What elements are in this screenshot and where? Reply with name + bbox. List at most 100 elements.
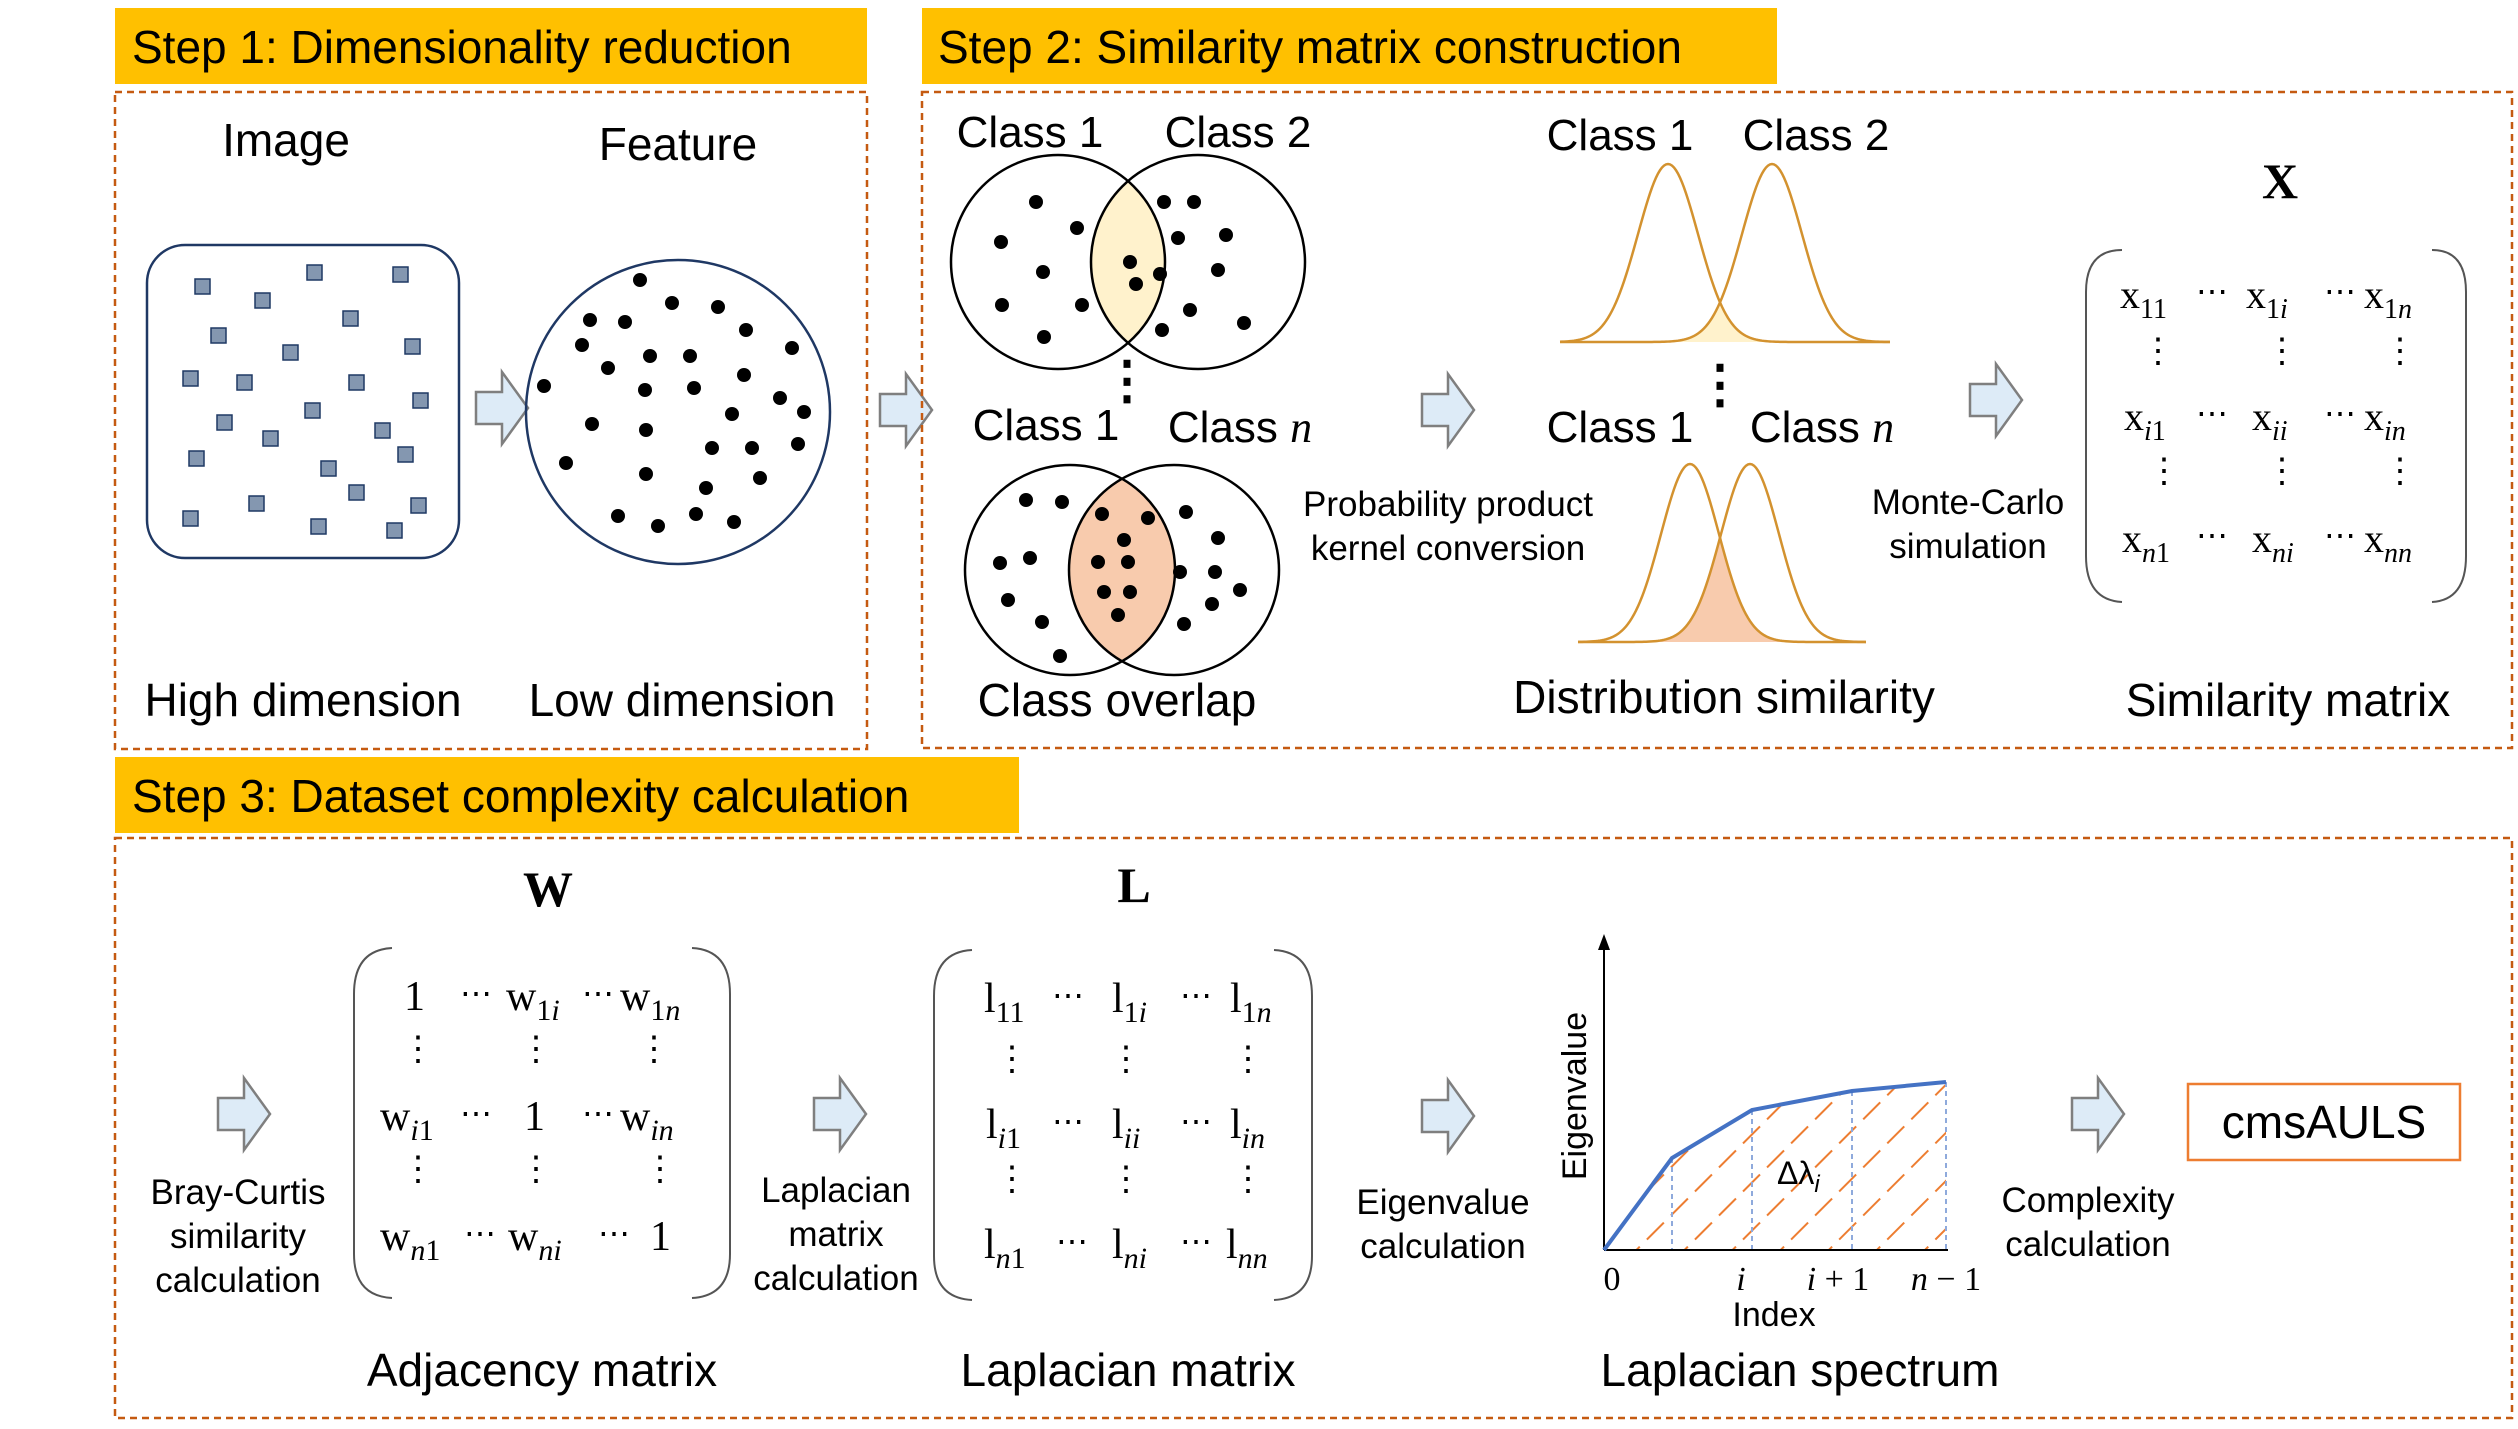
step1-tag-box	[115, 8, 867, 84]
laplacian-spectrum-label: Laplacian spectrum	[1601, 1344, 2000, 1396]
dist-top-overlap-fill	[1560, 302, 1890, 342]
venn-top-points	[994, 195, 1251, 344]
class-overlap-label: Class overlap	[978, 674, 1257, 726]
l-cdots-2: ⋯	[1180, 977, 1212, 1013]
feature-point	[745, 441, 759, 455]
ppk-label-line1: Probability product	[1303, 485, 1593, 524]
ppk-arrow	[1420, 372, 1476, 448]
feature-point	[791, 437, 805, 451]
w1i: w1i	[506, 974, 560, 1027]
spectrum-y-axis-arrowhead	[1598, 934, 1610, 950]
venn-bottom-point	[1023, 551, 1037, 565]
l-vdots-2: ⋮	[1109, 1041, 1143, 1078]
feature-point	[727, 515, 741, 529]
spectrum-delta-label: Δλi	[1777, 1155, 1820, 1198]
l-cdots-3: ⋯	[1052, 1103, 1084, 1139]
w-matrix-symbol: W	[523, 861, 573, 917]
distribution-bottom-curves	[1577, 462, 1867, 644]
pixel-square	[182, 510, 199, 527]
image-box	[145, 243, 461, 560]
pixel-square	[182, 370, 199, 387]
wi1: wi1	[380, 1094, 434, 1147]
x-cdots-5: ⋯	[2196, 517, 2228, 553]
venn-bottom-point	[1173, 565, 1187, 579]
venn-bottom-point	[1211, 531, 1225, 545]
lap-calc-line2: matrix	[788, 1215, 884, 1254]
step3-frame	[113, 836, 2514, 1420]
dist-bottom-overlap-fill	[1578, 537, 1866, 642]
x-cdots-3: ⋯	[2196, 395, 2228, 431]
venn-bottom-point	[1097, 585, 1111, 599]
venn-bottom-point	[1111, 608, 1125, 622]
feature-point	[753, 471, 767, 485]
venn-top-point	[1211, 263, 1225, 277]
dist-bottom-curve-class-2	[1578, 462, 1867, 644]
lap-calc-line1: Laplacian	[761, 1171, 911, 1210]
pixel-square	[306, 264, 323, 281]
laplacian-spectrum-chart: Eigenvalue Δλi 0 i i + 1 n − 1 Index	[1556, 934, 1981, 1334]
venn-bottom-point	[1121, 555, 1135, 569]
feature-point	[583, 313, 597, 327]
spectrum-tick-i-plus-1: i + 1	[1807, 1261, 1870, 1298]
l-vdots-5: ⋮	[1109, 1161, 1143, 1198]
lin: lin	[1230, 1102, 1265, 1155]
complexity-label-line2: calculation	[2005, 1225, 2170, 1264]
venn-bottom-point	[1055, 495, 1069, 509]
feature-point	[639, 467, 653, 481]
venn-top-point	[1153, 267, 1167, 281]
venn-top-circle-a	[949, 153, 1167, 371]
pixel-square	[282, 344, 299, 361]
venn-bottom-point	[1141, 511, 1155, 525]
l-matrix-right-bracket	[1273, 949, 1313, 1301]
venn-bottom-point	[1001, 593, 1015, 607]
step3-panel: Step 3: Dataset complexity calculation B…	[113, 757, 2514, 1420]
feature-point	[725, 407, 739, 421]
bc-label-line2: similarity	[170, 1217, 307, 1256]
venn-bottom-point	[1019, 493, 1033, 507]
venn-bottom-class-b: Class n	[1168, 403, 1312, 452]
venn-bottom-point	[1035, 615, 1049, 629]
venn-top-point	[1037, 330, 1051, 344]
venn-top-point	[1183, 303, 1197, 317]
xin: xin	[2364, 394, 2406, 447]
xi1: xi1	[2124, 394, 2166, 447]
venn-bottom-point	[1053, 649, 1067, 663]
pixel-square	[374, 422, 391, 439]
venn-top-point	[1157, 195, 1171, 209]
venn-top-point	[1075, 298, 1089, 312]
w-vdots-2: ⋮	[519, 1031, 553, 1068]
l-vdots-4: ⋮	[995, 1161, 1029, 1198]
venn-top-point	[1123, 255, 1137, 269]
feature-point	[575, 338, 589, 352]
feature-point	[611, 509, 625, 523]
feature-point	[689, 507, 703, 521]
mc-label-line1: Monte-Carlo	[1872, 483, 2065, 522]
dist-top-class-a: Class 1	[1547, 111, 1694, 160]
pixel-square	[210, 327, 227, 344]
venn-bottom-point	[1179, 505, 1193, 519]
venn-top-point	[1171, 231, 1185, 245]
w11: 1	[404, 974, 425, 1020]
step2-frame	[920, 90, 2514, 750]
mc-arrow	[1968, 362, 2024, 438]
xn1: xn1	[2122, 516, 2170, 569]
x1i: x1i	[2246, 272, 2288, 325]
pixel-square	[348, 374, 365, 391]
venn-top-point	[994, 235, 1008, 249]
dist-top-curve-class-2	[1560, 162, 1891, 344]
pixel-square	[412, 392, 429, 409]
l-cdots-4: ⋯	[1180, 1103, 1212, 1139]
w-cdots-1: ⋯	[460, 975, 492, 1011]
lni: lni	[1112, 1222, 1147, 1275]
dist-top-curve-class-1	[1559, 162, 1890, 344]
w-vdots-1: ⋮	[401, 1031, 435, 1068]
feature-point	[705, 441, 719, 455]
feature-point	[797, 405, 811, 419]
step1-arrow	[474, 370, 530, 446]
spectrum-xlabel: Index	[1732, 1296, 1815, 1334]
x-cdots-1: ⋯	[2196, 273, 2228, 309]
spectrum-area-hatch	[1604, 1082, 1946, 1250]
dist-top-class-b: Class 2	[1743, 111, 1890, 160]
venn-bottom-points	[993, 493, 1247, 663]
